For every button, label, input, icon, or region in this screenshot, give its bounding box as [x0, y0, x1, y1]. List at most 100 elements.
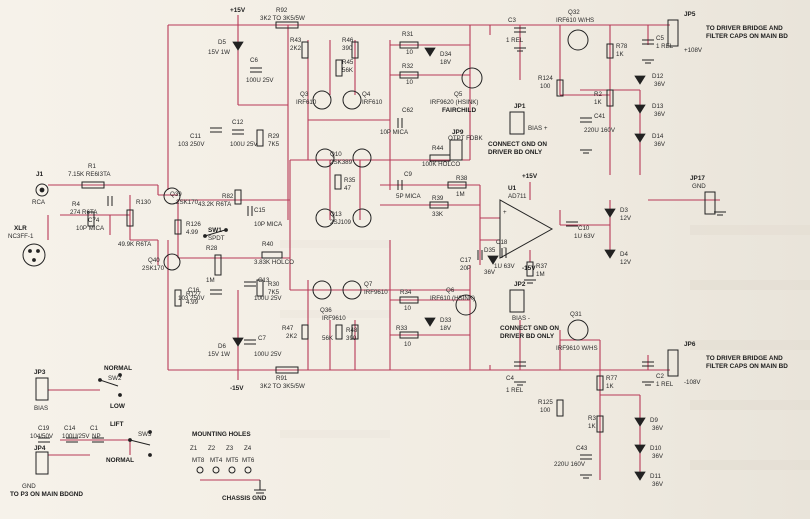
transistor-q6 — [455, 294, 477, 316]
resistor-r33 — [399, 331, 419, 339]
transistor-q31 — [567, 319, 589, 341]
svg-text:10: 10 — [404, 341, 411, 348]
svg-text:3K2 TO 3K5/5W: 3K2 TO 3K5/5W — [260, 383, 305, 390]
svg-text:Q3: Q3 — [300, 91, 309, 98]
svg-text:C13: C13 — [258, 277, 270, 284]
svg-text:10: 10 — [404, 305, 411, 312]
transistor-q39 — [163, 187, 181, 205]
resistor-r39 — [429, 201, 449, 209]
svg-text:12V: 12V — [620, 259, 632, 266]
label-jp2-note2: DRIVER BD ONLY — [500, 333, 555, 340]
capacitor-c9 — [397, 180, 403, 190]
diode-d3 — [604, 208, 616, 218]
svg-text:Q32: Q32 — [568, 9, 580, 16]
svg-text:5P MICA: 5P MICA — [396, 193, 422, 200]
svg-text:MT6: MT6 — [242, 457, 255, 464]
svg-text:D4: D4 — [620, 251, 628, 258]
svg-text:7K5: 7K5 — [268, 141, 280, 148]
svg-text:R37: R37 — [536, 263, 548, 270]
label-jp2-note1: CONNECT GND ON — [500, 325, 559, 332]
resistor-r46 — [351, 41, 359, 59]
svg-text:R46: R46 — [342, 37, 354, 44]
label-u1: U1 — [508, 185, 517, 192]
capacitor-c12 — [232, 129, 244, 135]
svg-text:10: 10 — [406, 49, 413, 56]
svg-text:36V: 36V — [652, 481, 664, 488]
transistor-q4 — [342, 90, 362, 110]
switch-sw2 — [98, 373, 122, 397]
labels: +15V -15V +15V -15V JP5 TO DRIVER BRIDGE… — [8, 7, 788, 502]
switch-sw1 — [203, 228, 228, 238]
svg-text:R91: R91 — [276, 375, 288, 382]
svg-text:R82: R82 — [222, 193, 234, 200]
svg-text:1 REL: 1 REL — [506, 387, 524, 394]
svg-text:2SK389: 2SK389 — [330, 159, 353, 166]
diode-d11 — [634, 471, 646, 481]
svg-text:100U/25V: 100U/25V — [62, 433, 90, 440]
svg-text:D5: D5 — [218, 39, 226, 46]
wiring — [47, 15, 720, 480]
svg-text:100: 100 — [540, 407, 551, 414]
svg-text:C15: C15 — [254, 207, 266, 214]
resistor-r48 — [351, 324, 359, 340]
label-pos15-u1: +15V — [522, 173, 538, 180]
svg-text:C1: C1 — [90, 425, 98, 432]
transistor-q32 — [567, 29, 589, 51]
svg-text:1K: 1K — [588, 423, 596, 430]
svg-text:56K: 56K — [342, 67, 354, 74]
label-u1-value: AD711 — [508, 193, 527, 200]
svg-text:33K: 33K — [432, 211, 444, 218]
svg-text:18V: 18V — [440, 59, 452, 66]
diode-d13 — [634, 104, 646, 114]
resistor-r29 — [256, 129, 264, 147]
label-jp17: JP17 — [690, 175, 705, 182]
capacitor-c6 — [250, 67, 262, 73]
svg-text:D6: D6 — [218, 343, 226, 350]
svg-text:C16: C16 — [188, 287, 200, 294]
svg-text:36V: 36V — [654, 111, 666, 118]
svg-text:C18: C18 — [496, 239, 508, 246]
svg-text:+: + — [503, 209, 507, 216]
switch-sw3 — [128, 430, 152, 457]
label-sw2: SW2 — [108, 375, 122, 382]
label-neg15-u1: -15V — [522, 265, 536, 272]
svg-text:1 REL: 1 REL — [506, 37, 524, 44]
connector-jp3 — [35, 377, 49, 401]
svg-text:4.99: 4.99 — [186, 299, 199, 306]
diode-d5 — [232, 41, 244, 51]
svg-text:Q40: Q40 — [148, 257, 160, 264]
svg-text:100: 100 — [540, 83, 551, 90]
svg-text:Q13: Q13 — [330, 211, 342, 218]
svg-text:C5: C5 — [656, 35, 664, 42]
svg-text:Q4: Q4 — [362, 91, 371, 98]
label-jp4-note: TO P3 ON MAIN BDGND — [10, 491, 83, 498]
svg-text:15V 1W: 15V 1W — [208, 351, 230, 358]
svg-text:R1: R1 — [88, 163, 96, 170]
capacitor-c5 — [642, 39, 654, 45]
resistor-r35 — [334, 174, 342, 190]
label-jp3: JP3 — [34, 369, 46, 376]
connector-jp5 — [667, 19, 679, 47]
xlr-jack — [22, 243, 46, 267]
diode-d6 — [232, 337, 244, 347]
svg-text:R34: R34 — [400, 289, 412, 296]
svg-text:R3: R3 — [588, 415, 596, 422]
svg-text:1U 63V: 1U 63V — [494, 263, 516, 270]
label-chassis: CHASSIS GND — [222, 495, 267, 502]
label-xlr: XLR — [14, 225, 27, 232]
svg-text:C7: C7 — [258, 335, 266, 342]
diode-d33 — [424, 317, 436, 327]
resistor-r30 — [256, 279, 264, 297]
svg-text:1 REL: 1 REL — [656, 43, 674, 50]
diode-d10 — [634, 444, 646, 454]
svg-text:IRF610 (HSINK): IRF610 (HSINK) — [430, 295, 475, 302]
svg-text:3K2 TO 3K5/5W: 3K2 TO 3K5/5W — [260, 15, 305, 22]
label-j1-label: RCA — [32, 199, 46, 206]
svg-text:1K: 1K — [616, 51, 624, 58]
svg-text:36V: 36V — [654, 141, 666, 148]
label-r28: R28 — [206, 245, 218, 252]
svg-text:C74: C74 — [88, 217, 100, 224]
svg-text:C4: C4 — [506, 375, 514, 382]
svg-text:274 R6TA: 274 R6TA — [70, 209, 98, 216]
